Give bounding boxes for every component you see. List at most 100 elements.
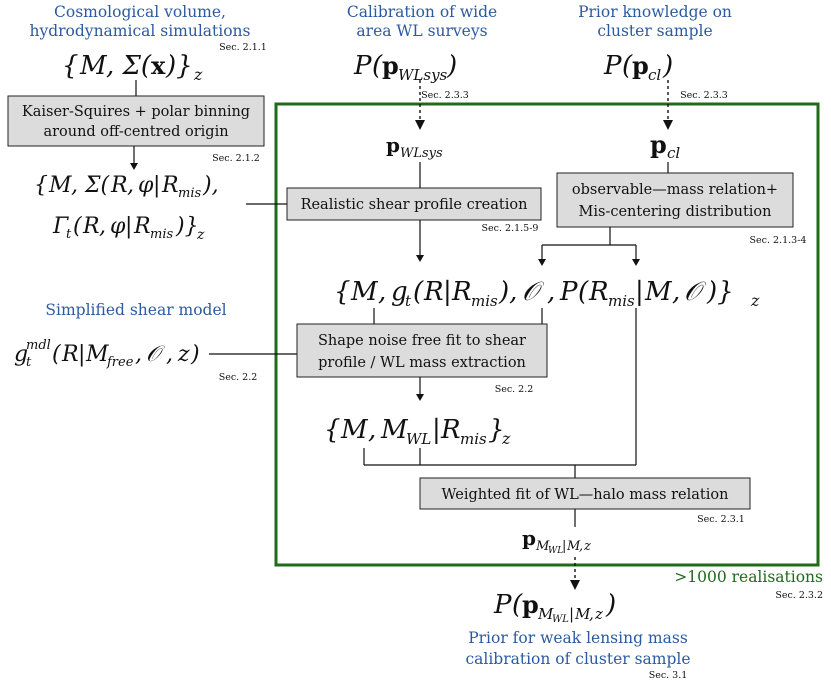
realistic-shear-box xyxy=(286,187,542,221)
svg-text:φ: φ xyxy=(110,214,126,239)
arrowhead-shape xyxy=(416,394,424,401)
svg-text:R: R xyxy=(110,173,128,198)
arrowhead-ks xyxy=(130,163,138,170)
formula-p-cl-prior: P ( p cl ) xyxy=(603,51,673,84)
svg-text:free: free xyxy=(106,355,134,370)
svg-text:z: z xyxy=(583,539,591,554)
svg-text:WLsys: WLsys xyxy=(398,66,448,84)
svg-text:z: z xyxy=(193,65,203,84)
svg-text:{: { xyxy=(324,415,341,445)
svg-text:R: R xyxy=(161,173,179,198)
svg-text:mis: mis xyxy=(471,292,498,310)
svg-text:,: , xyxy=(368,415,376,445)
svg-text:|: | xyxy=(153,173,160,198)
output-caption-line2: calibration of cluster sample xyxy=(465,650,690,668)
svg-text:z: z xyxy=(750,291,760,310)
svg-text:{: { xyxy=(34,173,48,198)
svg-text:t: t xyxy=(26,355,32,370)
svg-text:): ) xyxy=(605,590,616,620)
svg-text:|: | xyxy=(78,342,85,367)
arrowhead-obs-left xyxy=(538,259,546,266)
svg-text:|: | xyxy=(125,214,132,239)
svg-text:mis: mis xyxy=(460,430,487,448)
sec-realistic: Sec. 2.1.5-9 xyxy=(482,223,539,234)
formula-m-sigma-x: { M , Σ( x )} z xyxy=(62,51,203,84)
shape-box-line1: Shape noise free fit to shear xyxy=(318,333,526,349)
svg-text:, Σ(: , Σ( xyxy=(71,173,110,198)
obs-mass-box xyxy=(556,172,794,228)
svg-text:(: ( xyxy=(578,277,589,307)
realisations-frame xyxy=(274,102,820,567)
svg-text:cl: cl xyxy=(648,66,661,84)
svg-text:P: P xyxy=(603,51,622,81)
svg-text:,: , xyxy=(579,539,583,554)
arrowhead-output xyxy=(570,580,580,590)
shape-box-line2: profile / WL mass extraction xyxy=(318,355,526,371)
svg-text:,: , xyxy=(378,277,386,307)
svg-text:M: M xyxy=(566,539,581,554)
sec-output: Sec. 3.1 xyxy=(649,670,688,681)
svg-text:,: , xyxy=(589,605,594,623)
svg-text:{: { xyxy=(62,51,79,81)
output-caption-line1: Prior for weak lensing mass xyxy=(468,629,688,647)
svg-text:{: { xyxy=(334,277,351,307)
svg-text:WL: WL xyxy=(406,430,431,448)
svg-text:R: R xyxy=(440,415,461,445)
formula-sigma-gamma: { M , Σ( R , φ | R mis ), Γ t ( R , φ | … xyxy=(34,173,219,243)
svg-text:),: ), xyxy=(498,277,517,307)
svg-text:M: M xyxy=(574,605,591,623)
svg-text:z: z xyxy=(594,605,603,623)
obs-box-line2: Mis-centering distribution xyxy=(579,204,772,220)
svg-text:): ) xyxy=(190,342,200,367)
svg-text:): ) xyxy=(662,51,673,81)
svg-text:|: | xyxy=(562,539,566,554)
svg-text:M: M xyxy=(644,277,673,307)
formula-m-mwl: { M , M WL | R mis } z xyxy=(324,415,511,448)
simplified-header: Simplified shear model xyxy=(45,301,226,319)
formula-p-wlsys-prior: P ( p WLsys ) xyxy=(353,51,457,84)
svg-text:𝒪: 𝒪 xyxy=(146,342,165,367)
svg-text:P: P xyxy=(559,277,578,307)
realisations-label: >1000 realisations xyxy=(674,568,823,586)
svg-text:,: , xyxy=(166,342,173,367)
svg-text:mis: mis xyxy=(608,292,635,310)
arrowhead-cl xyxy=(663,120,673,130)
svg-text:R: R xyxy=(61,342,79,367)
svg-text:p: p xyxy=(382,51,399,80)
svg-text:,: , xyxy=(672,277,680,307)
svg-text:M: M xyxy=(79,51,108,81)
svg-text:M: M xyxy=(85,342,109,367)
svg-text:WLsys: WLsys xyxy=(400,146,443,161)
prior-header-line1: Prior knowledge on xyxy=(578,3,732,21)
formula-g-mdl: g mdl t ( R | M free , 𝒪 , z ) xyxy=(14,338,200,370)
svg-text:,: , xyxy=(135,342,142,367)
svg-text:}: } xyxy=(488,415,505,445)
svg-text:z: z xyxy=(196,227,205,243)
svg-text:): ) xyxy=(446,51,457,81)
svg-text:(: ( xyxy=(372,51,383,81)
arrowhead-obs-right xyxy=(632,259,640,266)
svg-text:mdl: mdl xyxy=(26,338,51,353)
formula-output-prior: P ( p M WL | M , z ) xyxy=(493,590,616,625)
svg-text:g: g xyxy=(391,277,408,307)
param-p-wlsys: p WLsys xyxy=(386,133,443,161)
svg-text:mis: mis xyxy=(150,227,173,242)
cosmo-header-line2: hydrodynamical simulations xyxy=(29,22,250,40)
svg-text:,: , xyxy=(99,214,106,239)
weighted-box-label: Weighted fit of WL—halo mass relation xyxy=(442,487,729,503)
sec-ks: Sec. 2.1.2 xyxy=(212,153,260,164)
svg-text:(: ( xyxy=(512,590,523,620)
shape-fit-box xyxy=(296,323,548,378)
svg-text:z: z xyxy=(501,429,511,448)
prior-header-line2: cluster sample xyxy=(597,22,712,40)
calib-header-line1: Calibration of wide xyxy=(347,3,497,21)
ks-box-line2: around off-centred origin xyxy=(43,124,228,140)
svg-text:mis: mis xyxy=(178,186,201,201)
weighted-fit-box xyxy=(419,477,751,510)
svg-text:t: t xyxy=(66,227,72,242)
svg-text:,: , xyxy=(127,173,134,198)
svg-text:P: P xyxy=(353,51,372,81)
svg-text:M: M xyxy=(535,539,550,554)
svg-text:φ: φ xyxy=(138,173,154,198)
formula-shear-profile-set: { M , g t ( R | R mis ), 𝒪 , P ( R mis |… xyxy=(334,277,760,310)
